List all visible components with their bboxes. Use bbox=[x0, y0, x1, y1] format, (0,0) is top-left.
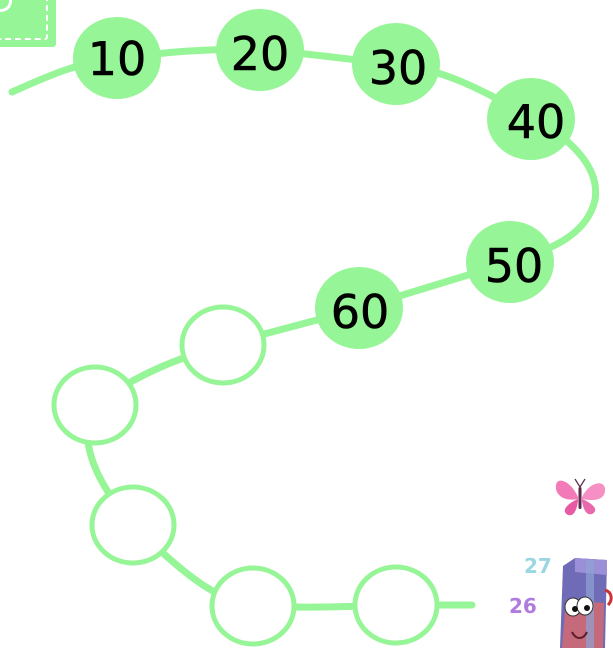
bubble-40[interactable]: 40 bbox=[487, 78, 575, 160]
bubble-label: 40 bbox=[507, 95, 566, 149]
number-character: 27 26 bbox=[509, 554, 611, 648]
bubble-label: 60 bbox=[331, 285, 390, 339]
bubble-30[interactable]: 30 bbox=[352, 23, 440, 105]
empty-bubble[interactable] bbox=[212, 568, 294, 644]
character-number: 27 bbox=[524, 554, 552, 578]
bubble-60[interactable]: 60 bbox=[315, 267, 403, 349]
bubble-label: 50 bbox=[485, 239, 544, 293]
bubble-label: 20 bbox=[231, 27, 290, 81]
bubble-label: 30 bbox=[369, 41, 428, 95]
empty-bubble[interactable] bbox=[54, 367, 136, 443]
bubble-10[interactable]: 10 bbox=[73, 17, 161, 99]
bubble-label: 10 bbox=[88, 32, 147, 86]
character-number: 26 bbox=[509, 594, 537, 618]
bubble-50[interactable]: 50 bbox=[466, 221, 554, 303]
butterfly-icon bbox=[556, 479, 605, 515]
empty-bubble[interactable] bbox=[92, 487, 174, 563]
bubble-20[interactable]: 20 bbox=[216, 9, 304, 91]
empty-bubble[interactable] bbox=[355, 567, 437, 643]
empty-bubble[interactable] bbox=[182, 307, 264, 383]
